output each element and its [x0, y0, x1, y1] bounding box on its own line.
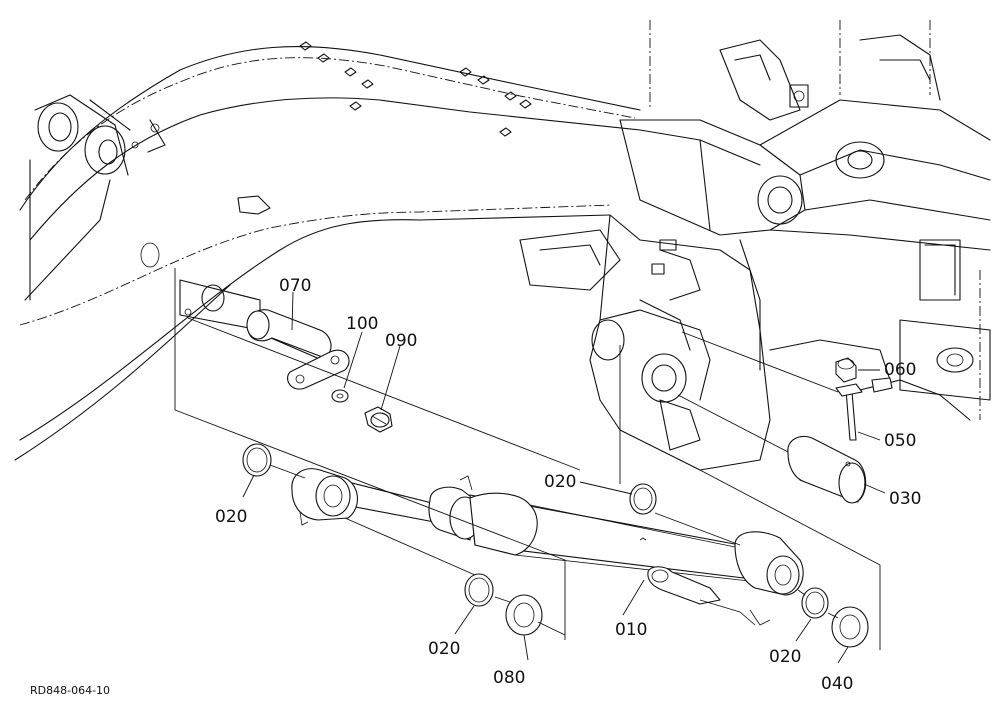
- label-010: 010: [615, 620, 647, 640]
- boom-arm: [14, 41, 641, 461]
- washer-100: [331, 389, 349, 403]
- machine-frame: [519, 20, 991, 471]
- nut-060: [835, 357, 893, 393]
- seal-ring-020-d: [801, 587, 829, 619]
- bolt-090: [364, 406, 393, 433]
- diagram-reference: RD848-064-10: [30, 684, 110, 697]
- pin-070: [246, 309, 350, 390]
- bolt-050: [835, 383, 863, 441]
- label-080: 080: [493, 668, 525, 688]
- shim-080: [505, 594, 543, 636]
- seal-ring-020-b: [464, 573, 494, 607]
- label-020-b: 020: [428, 639, 460, 659]
- callout-leaders: [242, 291, 886, 664]
- seal-ring-020-c: [629, 483, 657, 515]
- seal-ring-020-a: [242, 443, 272, 477]
- pin-030: [787, 435, 867, 504]
- part-labels: 070 100 090 020 020 020 020 010 080 040 …: [30, 276, 921, 697]
- label-020-c: 020: [544, 472, 576, 492]
- label-020-d: 020: [769, 647, 801, 667]
- label-050: 050: [884, 431, 916, 451]
- label-060: 060: [884, 360, 916, 380]
- label-020-a: 020: [215, 507, 247, 527]
- label-070: 070: [279, 276, 311, 296]
- label-030: 030: [889, 489, 921, 509]
- shim-040: [831, 606, 869, 648]
- label-090: 090: [385, 331, 417, 351]
- label-100: 100: [346, 314, 378, 334]
- hydraulic-cylinder-010: [291, 468, 804, 626]
- assembly-lines: [174, 268, 881, 650]
- label-040: 040: [821, 674, 853, 694]
